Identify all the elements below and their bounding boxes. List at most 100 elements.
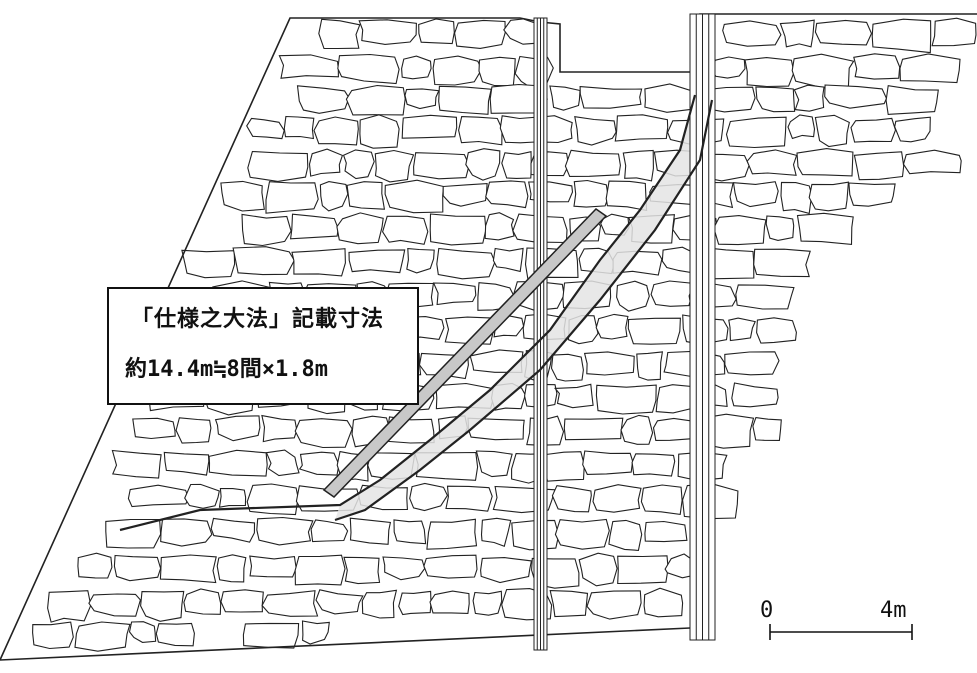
wall-stone [111,449,162,479]
wall-stone [429,213,487,246]
wall-stone [579,86,643,109]
wall-stone [413,152,470,180]
wall-stone [616,280,650,312]
wall-stone [77,552,113,579]
wall-stone [713,215,767,246]
wall-stone [485,180,529,209]
wall-stone [853,53,901,80]
wall-stone [622,149,654,182]
wall-stone [564,149,621,177]
wall-stone [503,18,540,45]
wall-stone [404,88,440,110]
wall-stone [343,556,381,585]
scale-end-label: 4m [880,598,907,623]
scale-bar [769,624,913,640]
wall-stone [480,517,512,548]
wall-stone [544,451,585,482]
wall-stone [796,148,854,177]
wall-stone [283,115,315,140]
wall-stone [132,417,176,440]
wall-stone [398,590,432,616]
wall-stone [393,519,427,545]
wall-stone [261,414,298,443]
wall-stone [261,590,319,617]
wall-stone [885,85,939,115]
wall-stone [278,54,339,79]
wall-stone [550,353,584,382]
wall-stone [650,280,693,307]
wall-stone [319,181,349,212]
wall-stone [163,451,210,476]
wall-stone [113,554,162,582]
wall-stone [88,593,142,617]
wall-stone [458,116,503,146]
wall-stone [549,85,581,111]
wall-stone [899,53,961,84]
wall-stone [583,351,635,376]
wall-stone [423,554,478,579]
wall-stone [735,284,795,310]
scale-start-label: 0 [760,598,774,623]
wall-stone [382,215,429,245]
wall-stone [640,484,683,516]
wall-stone [787,114,816,140]
wall-stone [183,588,222,615]
wall-stone [127,484,189,508]
wall-stone [605,180,648,212]
wall-stone [475,450,513,478]
wall-stone [578,552,618,587]
wall-stone [401,114,458,139]
wall-stone [382,556,426,581]
wall-stone [246,117,285,140]
wall-stone [181,249,236,279]
wall-stone [128,621,157,643]
wall-stone [246,483,299,516]
wall-stone [780,181,813,215]
wall-stone [429,590,470,614]
wall-stone [728,317,756,342]
wall-stone [582,450,634,475]
wall-stone [232,246,295,276]
wall-stone [184,483,220,509]
wall-stone [554,518,610,550]
wall-stone [442,183,488,207]
wall-stone [438,85,492,115]
wall-stone [853,151,905,181]
wall-stone [296,85,350,114]
wall-stone [643,587,684,618]
wall-stone [218,488,247,508]
wall-stone [256,516,314,546]
wall-stone [310,519,349,543]
wall-stone [791,53,855,89]
wall-stone [315,589,364,615]
wall-stone [744,57,795,88]
wall-stone [480,557,533,584]
wall-stone [553,383,594,409]
wall-stone [620,414,654,445]
wall-stone [655,384,695,414]
wall-stone [445,485,493,512]
wall-stone [931,17,977,47]
wall-stone [409,482,449,512]
wall-stone [384,179,445,214]
lean-lower-line [334,99,714,522]
wall-stone [574,116,617,146]
wall-stone [289,213,339,240]
wall-stone [586,590,642,620]
wall-stone [746,149,798,176]
wall-stone [472,590,503,616]
wall-stone [871,18,932,54]
wall-stone [432,282,477,306]
wall-stone [337,53,400,85]
wall-stone [608,519,643,551]
wall-stone [501,151,532,179]
wall-stone [74,621,131,652]
wall-stone [318,18,361,50]
wall-stone [710,56,746,79]
wall-stone [175,417,212,444]
wall-stone [753,248,811,278]
wall-stone [348,249,406,274]
wall-stone [298,451,340,476]
wall-stone [358,19,417,45]
wall-stone [214,415,261,442]
